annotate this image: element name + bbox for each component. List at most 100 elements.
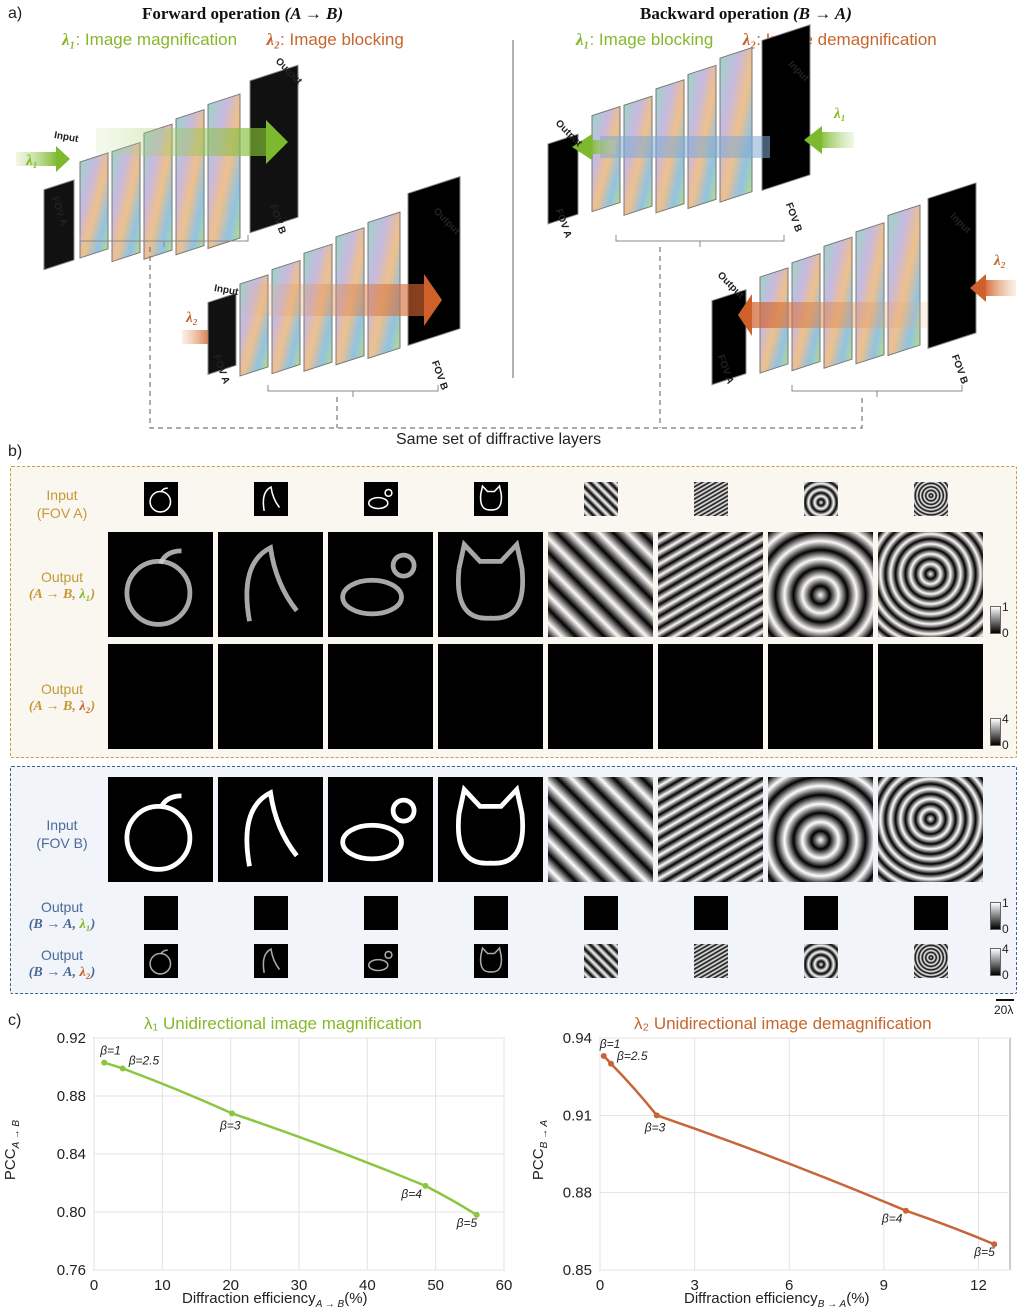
cbar-row3-max: 4 bbox=[1002, 712, 1009, 726]
chart2-ytick-1: 0.88 bbox=[563, 1185, 592, 1202]
chart1-ylabel-sub: A → B bbox=[11, 1119, 23, 1149]
row2-expr: (A → B, bbox=[28, 587, 80, 602]
output-ba-l2-thumb-7 bbox=[804, 944, 838, 978]
colorbar-row2 bbox=[990, 606, 1001, 634]
fwd2-lambda-label: λ₂ bbox=[186, 310, 198, 326]
backward-sub1: : Image blocking bbox=[589, 30, 714, 49]
fovb-input-tile-1 bbox=[108, 777, 213, 882]
chart2-xlabel-text: Diffraction efficiency bbox=[684, 1290, 818, 1307]
chart2-annotation-4: β=4 bbox=[881, 1212, 903, 1226]
setup-illustration bbox=[16, 24, 1016, 429]
chart1-xlabel-unit: (%) bbox=[344, 1290, 368, 1307]
row4-line1: Input bbox=[46, 817, 78, 833]
output-ba-l1-thumb-6 bbox=[694, 896, 728, 930]
output-ba-l2-thumb-8 bbox=[914, 944, 948, 978]
output-ab-l1-tile-8 bbox=[878, 532, 983, 637]
row6-line2: (B → A, λ₂) bbox=[20, 964, 104, 982]
row4-line2: (FOV B) bbox=[36, 835, 88, 851]
output-ab-l2-tile-6 bbox=[658, 644, 763, 749]
panel-b-label: b) bbox=[8, 443, 23, 460]
row3-close: ) bbox=[90, 699, 96, 714]
panel-a-label: a) bbox=[8, 5, 23, 22]
row5-expr: (B → A, bbox=[28, 917, 80, 932]
forward-lambda2: λ₂ bbox=[266, 30, 281, 49]
chart1-point-2 bbox=[119, 1065, 126, 1072]
chart2-annotation-1: β=1 bbox=[599, 1037, 621, 1051]
chart2-ytick-2: 0.91 bbox=[563, 1107, 592, 1124]
fovb-input-tile-4 bbox=[438, 777, 543, 882]
output-ba-l1-thumb-2 bbox=[254, 896, 288, 930]
chart1-xtick-6: 60 bbox=[496, 1277, 513, 1294]
chart1-annotation-5: β=5 bbox=[456, 1216, 478, 1230]
chart2-point-5 bbox=[991, 1241, 998, 1248]
output-ba-l2-thumb-1 bbox=[144, 944, 178, 978]
output-ab-l2-tile-8 bbox=[878, 644, 983, 749]
chart2-xtick-3: 9 bbox=[880, 1277, 888, 1294]
output-ba-l1-thumb-7 bbox=[804, 896, 838, 930]
backward-title-text: Backward operation bbox=[640, 4, 789, 23]
chart2-point-2 bbox=[608, 1060, 615, 1067]
cbar-row3-min: 0 bbox=[1002, 738, 1009, 752]
panel-c-label: c) bbox=[8, 1012, 22, 1029]
cbar-row5-max: 1 bbox=[1002, 896, 1009, 910]
row6-line1: Output bbox=[40, 947, 84, 963]
chart2-ylabel-sub: B → A bbox=[539, 1119, 551, 1149]
chart2-point-4 bbox=[902, 1207, 909, 1214]
chart1-ylabel-text: PCC bbox=[2, 1148, 20, 1181]
chart1-xlabel-text: Diffraction efficiency bbox=[182, 1290, 316, 1307]
chart2-plot-frame bbox=[599, 1037, 1011, 1271]
chart1-xtick-4: 40 bbox=[359, 1277, 376, 1294]
row3-line1: Output bbox=[40, 681, 84, 697]
cbar-row2-min: 0 bbox=[1002, 626, 1009, 640]
colorbar-row5 bbox=[990, 902, 1001, 930]
row2-lambda: λ₁ bbox=[79, 587, 91, 602]
forward-bottom-stack bbox=[182, 175, 461, 377]
forward-top-stack bbox=[16, 64, 299, 271]
chart2-point-3 bbox=[653, 1112, 660, 1119]
cbar-row2-max: 1 bbox=[1002, 600, 1009, 614]
fova-input-thumb-3 bbox=[364, 482, 398, 516]
chart2-annotation-2: β=2.5 bbox=[616, 1049, 648, 1063]
chart1-xtick-2: 20 bbox=[222, 1277, 239, 1294]
output-ba-l1-thumb-1 bbox=[144, 896, 178, 930]
output-ab-l1-tile-5 bbox=[548, 532, 653, 637]
row6-lambda: λ₂ bbox=[79, 965, 91, 980]
fova-input-thumb-1 bbox=[144, 482, 178, 516]
forward-title-text: Forward operation bbox=[142, 4, 281, 23]
chart2-xtick-1: 3 bbox=[690, 1277, 698, 1294]
chart2-annotation-3: β=3 bbox=[644, 1120, 666, 1134]
output-ab-l1-tile-7 bbox=[768, 532, 873, 637]
output-ba-l2-thumb-6 bbox=[694, 944, 728, 978]
chart1-ytick-3: 0.88 bbox=[57, 1088, 86, 1105]
row3-line2: (A → B, λ₂) bbox=[20, 698, 104, 716]
cbar-row6-min: 0 bbox=[1002, 968, 1009, 982]
forward-sub2: : Image blocking bbox=[280, 30, 404, 49]
backward-title: Backward operation (B → A) bbox=[640, 4, 852, 24]
forward-sub1: : Image magnification bbox=[75, 30, 238, 49]
output-ba-l2-thumb-5 bbox=[584, 944, 618, 978]
row3-lambda: λ₂ bbox=[79, 699, 91, 714]
output-ab-l2-tile-2 bbox=[218, 644, 323, 749]
chart1-ytick-1: 0.80 bbox=[57, 1204, 86, 1221]
row6-close: ) bbox=[90, 965, 96, 980]
cbar-row5-min: 0 bbox=[1002, 922, 1009, 936]
bwd1-lambda-label: λ₁ bbox=[834, 106, 846, 122]
output-ba-l1-thumb-5 bbox=[584, 896, 618, 930]
chart1-point-1 bbox=[101, 1059, 108, 1066]
row6-expr: (B → A, bbox=[28, 965, 80, 980]
colorbar-row6 bbox=[990, 948, 1001, 976]
output-ba-l1-thumb-3 bbox=[364, 896, 398, 930]
row-input-fova-label: Input (FOV A) bbox=[20, 486, 104, 522]
fova-input-thumb-2 bbox=[254, 482, 288, 516]
fova-input-thumb-6 bbox=[694, 482, 728, 516]
backward-bottom-stack bbox=[711, 182, 1016, 386]
backward-lambda1: λ₁ bbox=[576, 30, 590, 49]
chart1-annotation-1: β=1 bbox=[99, 1044, 121, 1058]
row3-expr: (A → B, bbox=[28, 699, 80, 714]
row1-line2: (FOV A) bbox=[36, 505, 88, 521]
output-ab-l2-tile-4 bbox=[438, 644, 543, 749]
output-ba-l2-thumb-3 bbox=[364, 944, 398, 978]
fovb-input-tile-2 bbox=[218, 777, 323, 882]
backward-title-math: (B → A) bbox=[793, 4, 852, 23]
scale-bar bbox=[996, 999, 1014, 1001]
